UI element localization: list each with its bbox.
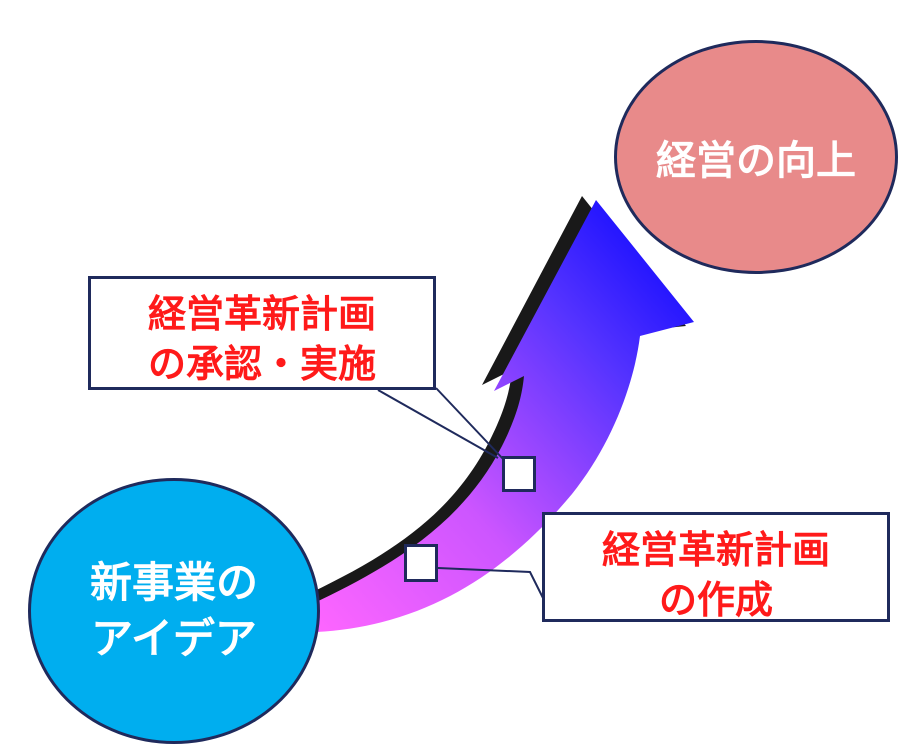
start-node-line1: 新事業の <box>89 558 258 607</box>
callout-approve-leader-2 <box>435 387 505 461</box>
callout-create-line2: の作成 <box>658 578 773 622</box>
milestone-marker-approval <box>502 456 536 492</box>
callout-plan-approval: 経営革新計画 の承認・実施 <box>88 276 436 390</box>
callout-approve-line1: 経営革新計画 <box>147 292 376 336</box>
goal-node-label: 経営の向上 <box>656 138 856 184</box>
goal-node-management-improvement: 経営の向上 <box>614 40 898 274</box>
callout-create-line1: 経営革新計画 <box>601 528 830 572</box>
start-node-line2: アイデア <box>91 614 257 663</box>
callout-approve-line2: の承認・実施 <box>147 342 376 386</box>
start-node-new-business-idea: 新事業の アイデア <box>28 478 320 744</box>
callout-approve-leader <box>377 389 499 459</box>
callout-plan-creation: 経営革新計画 の作成 <box>542 512 890 622</box>
growth-arrow <box>312 200 694 632</box>
callout-create-leader <box>437 567 545 601</box>
milestone-marker-creation <box>404 544 438 582</box>
